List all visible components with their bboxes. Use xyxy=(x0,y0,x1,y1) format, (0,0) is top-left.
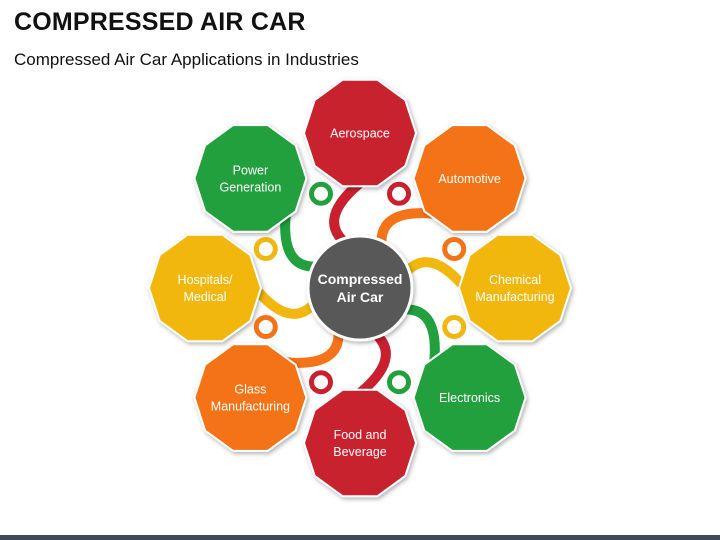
ring-automotive xyxy=(442,237,467,261)
ring-glass-manufacturing xyxy=(253,315,278,339)
swirl-connectors xyxy=(250,178,470,398)
node-electronics: Electronics xyxy=(412,343,527,452)
node-shape-power-generation xyxy=(193,124,308,233)
ring-aerospace xyxy=(387,181,411,206)
bottom-bar xyxy=(0,535,720,540)
node-shape-aerospace xyxy=(302,78,418,188)
hub-circle xyxy=(306,234,414,342)
connector-automotive xyxy=(376,208,440,251)
node-automotive: Automotive xyxy=(412,124,527,233)
connector-power-generation xyxy=(280,208,323,272)
node-shape-food-and-beverage xyxy=(302,388,418,498)
hub-label: Air Car xyxy=(337,289,384,305)
node-label-power-generation: Generation xyxy=(219,180,281,194)
ring-decorations xyxy=(253,181,467,395)
node-label-automotive: Automotive xyxy=(438,172,501,186)
ring-food-and-beverage xyxy=(309,370,333,395)
ring-power-generation xyxy=(309,181,333,206)
page-subtitle: Compressed Air Car Applications in Indus… xyxy=(14,50,359,69)
node-label-chemical-manufacturing: Manufacturing xyxy=(475,290,554,304)
node-label-hospitals-medical: Hospitals/ xyxy=(178,273,233,287)
ring-hospitals-medical xyxy=(253,237,278,261)
node-label-food-and-beverage: Beverage xyxy=(333,445,387,459)
connector-food-and-beverage xyxy=(355,328,391,398)
node-label-electronics: Electronics xyxy=(439,391,500,405)
node-shape-hospitals-medical xyxy=(147,233,263,343)
hub-label: Compressed xyxy=(318,271,403,287)
ring-electronics xyxy=(387,370,411,395)
application-nodes: AerospaceAutomotiveChemicalManufacturing… xyxy=(147,78,573,498)
node-label-power-generation: Power xyxy=(233,163,268,177)
node-shape-electronics xyxy=(412,343,527,452)
connector-glass-manufacturing xyxy=(280,325,344,368)
page-title: COMPRESSED AIR CAR xyxy=(14,8,306,36)
node-label-hospitals-medical: Medical xyxy=(183,290,226,304)
node-label-food-and-beverage: Food and xyxy=(334,428,387,442)
node-label-glass-manufacturing: Glass xyxy=(234,383,266,397)
node-label-glass-manufacturing: Manufacturing xyxy=(211,400,290,414)
node-hospitals-medical: Hospitals/Medical xyxy=(147,233,263,343)
node-aerospace: Aerospace xyxy=(302,78,418,188)
node-shape-automotive xyxy=(412,124,527,233)
node-shape-glass-manufacturing xyxy=(193,343,308,452)
node-label-aerospace: Aerospace xyxy=(330,127,390,141)
node-label-chemical-manufacturing: Chemical xyxy=(489,273,541,287)
connector-aerospace xyxy=(329,178,365,248)
ring-chemical-manufacturing xyxy=(442,315,467,339)
node-shape-chemical-manufacturing xyxy=(457,233,573,343)
connector-hospitals-medical xyxy=(250,283,320,319)
connector-chemical-manufacturing xyxy=(400,257,470,293)
connector-electronics xyxy=(397,304,440,368)
